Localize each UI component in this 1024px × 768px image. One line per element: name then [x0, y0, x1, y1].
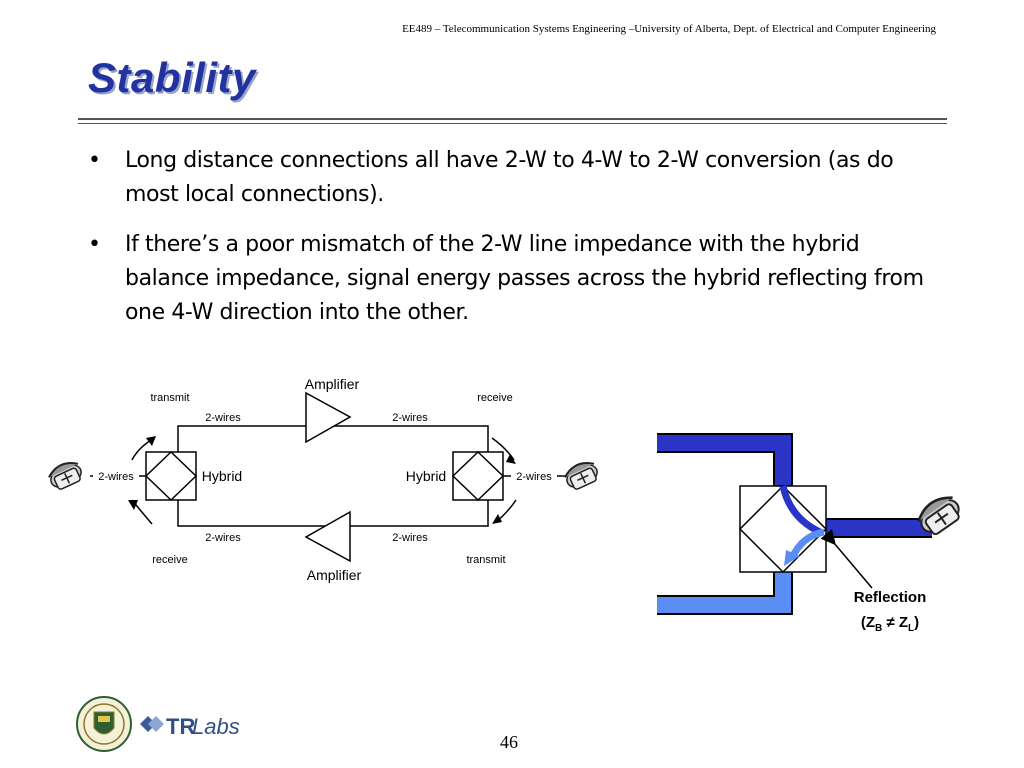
amplifier-bottom-label: Amplifier: [307, 567, 362, 583]
amplifier-icon: [304, 510, 351, 563]
reflection-label: Reflection: [854, 589, 927, 606]
amplifier-top-label: Amplifier: [305, 376, 360, 392]
wires-label: 2-wires: [392, 412, 428, 424]
upper-path: [657, 435, 791, 486]
reflection-figure: Reflection (ZB ≠ ZL): [657, 433, 960, 634]
bullet-dot: •: [88, 232, 101, 257]
footer-logos: TR Labs: [76, 696, 240, 752]
course-header: EE489 – Telecommunication Systems Engine…: [402, 23, 936, 35]
reflection-condition: (ZB ≠ ZL): [861, 614, 919, 634]
receive-left-label: receive: [152, 554, 187, 566]
page-number: 46: [500, 732, 518, 752]
wires-label: 2-wires: [392, 532, 428, 544]
bullet-item: • If there’s a poor mismatch of the 2-W l…: [88, 228, 938, 330]
transmit-left-label: transmit: [150, 392, 189, 404]
hybrid-right-label: Hybrid: [406, 468, 446, 484]
bullet-item: • Long distance connections all have 2-W …: [88, 144, 938, 212]
telephone-icon: [45, 457, 86, 493]
bullet-text: If there’s a poor mismatch of the 2-W li…: [125, 232, 924, 325]
telephone-icon: [917, 496, 960, 536]
wires-label: 2-wires: [205, 532, 241, 544]
amplifier-icon: [305, 391, 352, 444]
transmit-right-label: transmit: [466, 554, 505, 566]
trlabs-labs: Labs: [192, 714, 240, 739]
trlabs-logo-icon: TR Labs: [140, 714, 240, 739]
slide-title: Stability: [88, 54, 256, 101]
wires-label: 2-wires: [98, 471, 134, 483]
lower-path: [657, 572, 791, 613]
wires-label: 2-wires: [516, 471, 552, 483]
hybrid-icon: [451, 450, 505, 502]
title-rule: [78, 118, 947, 120]
title-rule-thin: [78, 123, 947, 124]
hybrid-icon: [144, 450, 198, 502]
university-crest-icon: [76, 696, 132, 752]
wires-label: 2-wires: [205, 412, 241, 424]
telephone-icon: [561, 457, 602, 493]
bullet-dot: •: [88, 148, 101, 173]
receive-right-label: receive: [477, 392, 512, 404]
upper-4wire-line: [177, 425, 489, 452]
hybrid-connection-diagram: Amplifier Amplifier transmit receive rec…: [45, 376, 602, 583]
trlabs-tr: TR: [166, 714, 195, 739]
hybrid-left-label: Hybrid: [202, 468, 242, 484]
bullet-list: • Long distance connections all have 2-W …: [88, 144, 938, 346]
bullet-text: Long distance connections all have 2-W t…: [125, 148, 894, 207]
